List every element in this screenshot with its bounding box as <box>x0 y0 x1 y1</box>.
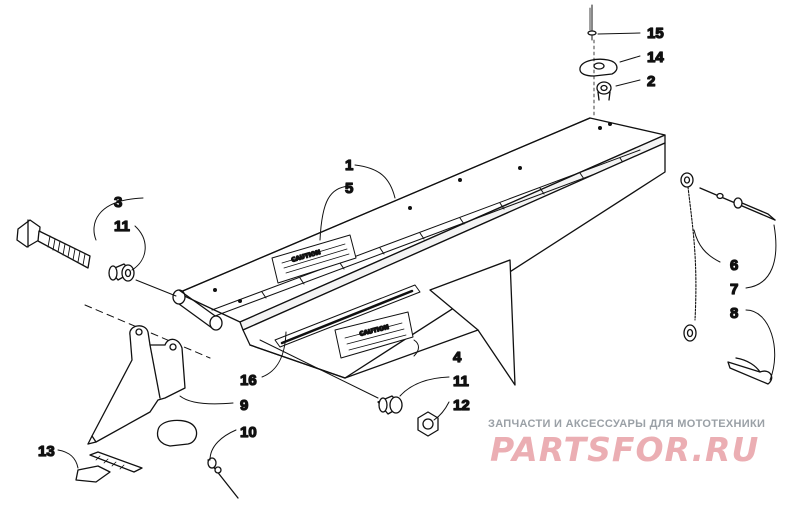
callout-16: 16 <box>240 372 257 389</box>
callout-8: 8 <box>730 305 738 322</box>
callout-11-left: 11 <box>114 218 130 235</box>
callout-7: 7 <box>730 281 738 298</box>
hinge-tube <box>172 289 223 331</box>
callout-10: 10 <box>240 424 257 441</box>
callout-5: 5 <box>345 180 353 197</box>
decal-top: CAUTION <box>271 234 357 284</box>
bushing-left <box>108 263 135 282</box>
callout-14: 14 <box>647 49 664 66</box>
callout-12: 12 <box>453 397 470 414</box>
lower-bracket: CAUTION <box>242 142 666 386</box>
support-arm <box>87 325 186 445</box>
pin-10 <box>207 457 239 499</box>
callout-1: 1 <box>345 157 353 174</box>
callout-9: 9 <box>240 397 248 414</box>
rubber-pad <box>156 419 198 447</box>
watermark-subtitle: ЗАПЧАСТИ И АКСЕССУАРЫ ДЛЯ МОТОТЕХНИКИ <box>488 418 766 430</box>
callout-4: 4 <box>453 349 462 366</box>
r-clip <box>727 357 773 385</box>
watermark-logo: PARTSFOR.RU <box>490 430 760 469</box>
callout-6: 6 <box>730 257 738 274</box>
callout-3: 3 <box>114 194 122 211</box>
callout-labels: 1 5 3 11 15 14 2 6 7 8 4 11 12 16 9 10 1… <box>37 24 739 460</box>
callout-2: 2 <box>647 73 655 90</box>
cable <box>680 172 697 342</box>
bushing-right <box>377 395 403 415</box>
top-fasteners <box>579 4 618 119</box>
nut <box>417 411 439 437</box>
leader-lines <box>57 32 777 469</box>
callout-13: 13 <box>38 443 55 460</box>
bolt <box>16 219 91 269</box>
callout-15: 15 <box>647 25 664 42</box>
clip <box>75 451 143 483</box>
decal-bottom: CAUTION <box>334 311 414 359</box>
main-plate: CAUTION <box>177 117 666 331</box>
pin-7 <box>699 187 776 221</box>
callout-11-right: 11 <box>453 373 469 390</box>
